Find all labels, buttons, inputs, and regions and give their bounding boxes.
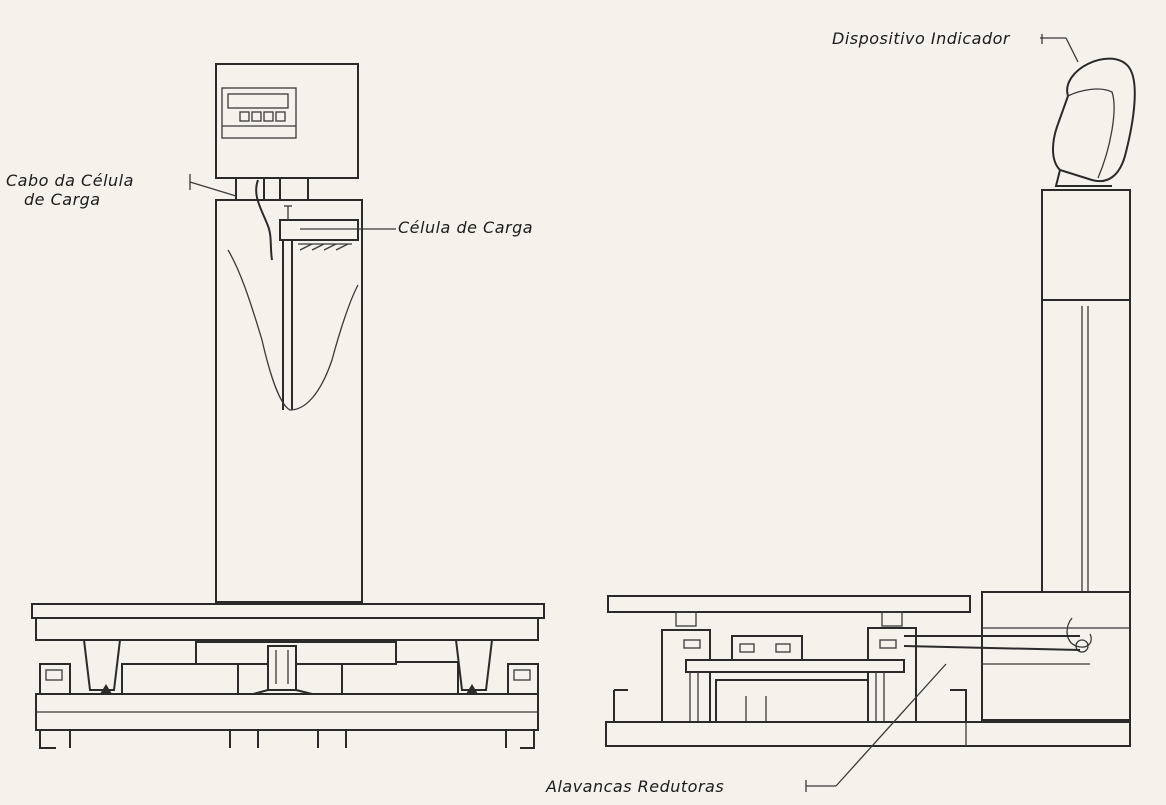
load-cell-cable-label-line1: Cabo da Célula [6,171,134,190]
mechanical-column [1041,299,1131,606]
mechanical-leaders [805,34,1079,792]
mechanical-base-frame [605,721,1131,747]
electronic-leaders [189,174,396,230]
mechanical-scale: Dispositivo Indicador Alavancas Redutora… [545,29,1136,796]
indicator-dial [1041,57,1136,301]
indicator-device-label: Dispositivo Indicador [832,29,1011,48]
column-neck [235,178,309,200]
lever-housing [981,591,1131,721]
electronic-base-mechanism [39,639,539,697]
mechanical-platform [607,595,971,613]
load-cell-label: Célula de Carga [398,218,533,237]
electronic-scale: Cabo da Célula de Carga Célula de Carga [6,63,545,749]
load-cell-cable-label-line2: de Carga [24,190,101,209]
electronic-base-frame [35,693,539,749]
electronic-platform [31,603,545,641]
reduction-levers-label: Alavancas Redutoras [545,777,724,796]
electronic-indicator-head [215,63,359,179]
electronic-column [215,179,363,603]
reduction-lever-mechanism [613,611,1081,723]
